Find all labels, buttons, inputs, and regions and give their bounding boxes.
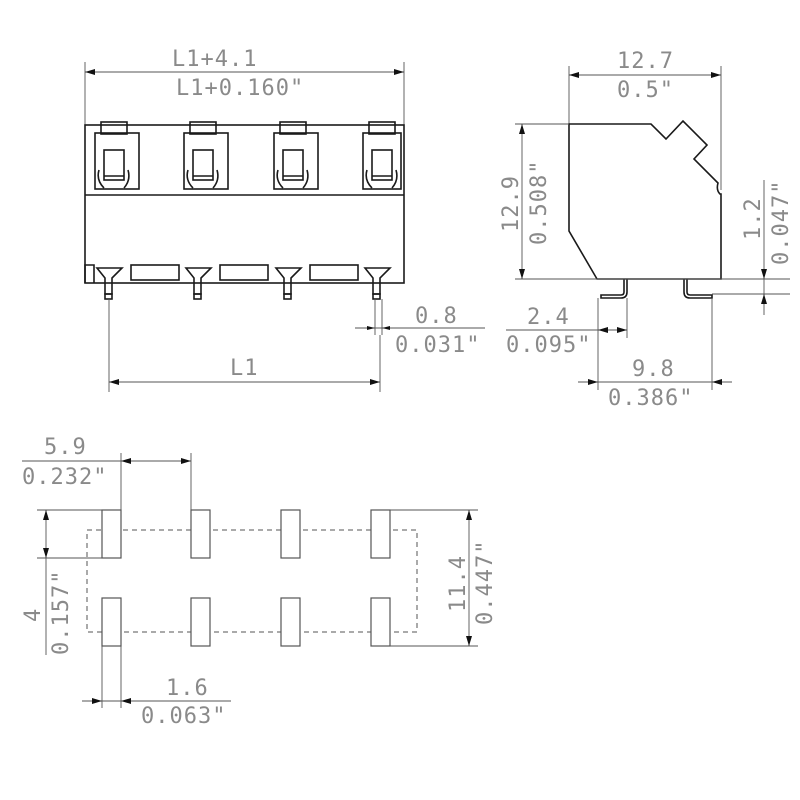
clamp-module: [362, 121, 402, 190]
depth-in: 0.5": [617, 78, 674, 103]
pad-height-mm: 4: [21, 608, 46, 622]
pad: [101, 509, 122, 559]
lead-offset-mm: 1.2: [741, 197, 766, 240]
pad: [280, 597, 301, 647]
overall-width-mm: L1+4.1: [172, 47, 257, 72]
lead-offset-in: 0.047": [769, 180, 794, 265]
pad-width-in: 0.063": [141, 704, 226, 729]
lead-length-mm: 2.4: [527, 305, 570, 330]
clamp-module: [94, 121, 140, 190]
front-body-outline: [84, 124, 405, 284]
lead-span-in: 0.386": [608, 386, 693, 411]
clamp-module: [183, 121, 229, 190]
height-in: 0.508": [527, 160, 552, 245]
pad-height-in: 0.157": [49, 570, 74, 655]
pad: [370, 597, 391, 647]
pin-width-mm: 0.8: [415, 304, 458, 329]
pad: [370, 509, 391, 559]
pitch-length-label: L1: [230, 356, 259, 381]
side-view: 12.7 0.5" 12.9 0.508" 1.2 0.047" 2.4 0.0…: [499, 49, 794, 411]
clamp-module: [273, 121, 319, 190]
pin: [363, 267, 392, 300]
pad: [190, 509, 211, 559]
pad-width-mm: 1.6: [166, 676, 209, 701]
front-view: L1+4.1 L1+0.160": [84, 47, 485, 392]
lead-span-mm: 9.8: [632, 357, 675, 382]
pad: [190, 597, 211, 647]
overall-width-in: L1+0.160": [176, 76, 304, 101]
pitch-in: 0.232": [22, 465, 107, 490]
pin: [95, 267, 124, 300]
pin: [184, 267, 213, 300]
row-span-mm: 11.4: [446, 555, 471, 612]
pad: [101, 597, 122, 647]
pin: [274, 267, 303, 300]
row-span-in: 0.447": [473, 540, 498, 625]
body-outline-dashed: [86, 529, 418, 633]
pad: [280, 509, 301, 559]
height-mm: 12.9: [499, 175, 524, 232]
lead-length-in: 0.095": [506, 333, 591, 358]
depth-mm: 12.7: [617, 49, 674, 74]
pin-width-in: 0.031": [395, 333, 480, 358]
side-body-outline: [568, 119, 722, 280]
pitch-mm: 5.9: [44, 435, 87, 460]
footprint-view: 5.9 0.232" 4 0.157" 11.4 0.447": [21, 435, 498, 729]
